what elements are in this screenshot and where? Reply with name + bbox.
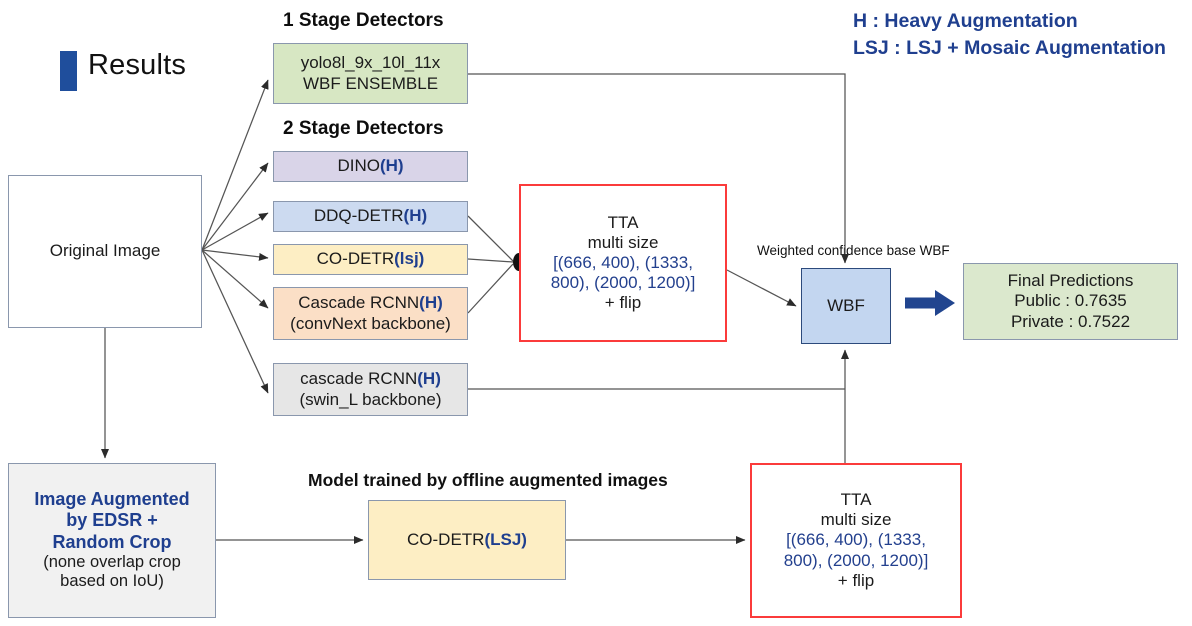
node-yolo-ensemble[interactable]: yolo8l_9x_10l_11x WBF ENSEMBLE [273,43,468,104]
node-cascade-swin-line2: (swin_L backbone) [299,389,442,409]
node-tta-bottom[interactable]: TTA multi size [(666, 400), (1333, 800),… [750,463,962,618]
node-cascade-convnext-tag: (H) [419,293,443,313]
node-tta-top-flip: + flip [604,293,642,313]
wire-tta-to-wbf [726,269,797,307]
node-co-detr[interactable]: CO-DETR(lsj) [273,244,468,275]
section-label-two-stage: 2 Stage Detectors [283,118,444,139]
node-ddq-name: DDQ-DETR [313,206,404,226]
wire-ddq-to-tta [467,215,514,262]
wire-orig-to-dino [201,162,269,251]
node-final-predictions[interactable]: Final Predictions Public : 0.7635 Privat… [963,263,1178,340]
node-tta-top-sizes-line2: 800), (2000, 1200)] [550,273,696,293]
node-co-lsj-name: CO-DETR [407,529,485,549]
node-tta-bottom-sizes-line1: [(666, 400), (1333, [786,530,926,550]
accent-arrow-to-final [905,290,955,316]
node-co-name: CO-DETR [316,249,395,269]
node-yolo-line1: yolo8l_9x_10l_11x [300,53,441,73]
node-co-detr-lsj[interactable]: CO-DETR(LSJ) [368,500,566,580]
accent-bar [60,51,77,91]
node-cascade-swin[interactable]: cascade RCNN(H) (swin_L backbone) [273,363,468,416]
section-label-one-stage: 1 Stage Detectors [283,10,444,31]
legend-line-lsj: LSJ : LSJ + Mosaic Augmentation [853,36,1166,59]
node-final-title: Final Predictions [1007,271,1134,291]
page-title: Results [88,49,187,81]
node-yolo-line2: WBF ENSEMBLE [302,73,439,93]
wire-orig-to-cascade-convnext [201,249,269,309]
node-tta-top[interactable]: TTA multi size [(666, 400), (1333, 800),… [519,184,727,342]
node-cascade-convnext-line2: (convNext backbone) [290,313,451,333]
node-augmented-line3: Random Crop [52,531,172,552]
node-ddq-text: DDQ-DETR(H) [314,206,427,226]
node-tta-bottom-subtitle: multi size [820,510,892,530]
node-cascade-swin-tag: (H) [417,369,441,389]
node-dino-tag: (H) [379,156,404,176]
node-wbf[interactable]: WBF [801,268,891,344]
node-cascade-swin-line1: cascade RCNN(H) [300,369,441,389]
legend: H : Heavy Augmentation LSJ : LSJ + Mosai… [853,8,1166,62]
node-co-lsj-tag: (LSJ) [484,529,527,549]
node-co-lsj-text: CO-DETR(LSJ) [407,530,527,550]
node-co-text: CO-DETR(lsj) [317,249,425,269]
wire-orig-to-cascade-swin [201,249,269,394]
node-augmented-line1: Image Augmented [34,489,190,510]
wire-orig-to-ddq [201,212,269,251]
wire-orig-to-codetr [201,249,269,261]
node-tta-top-sizes-line1: [(666, 400), (1333, [553,252,693,272]
node-co-tag: (lsj) [394,249,425,269]
node-ddq-detr[interactable]: DDQ-DETR(H) [273,201,468,232]
node-image-augmented[interactable]: Image Augmented by EDSR + Random Crop (n… [8,463,216,618]
label-offline-note: Model trained by offline augmented image… [308,470,668,490]
node-original-image[interactable]: Original Image [8,175,202,328]
legend-line-h: H : Heavy Augmentation [853,10,1078,32]
node-final-private: Private : 0.7522 [1010,311,1131,331]
node-original-image-label: Original Image [49,241,161,261]
node-dino-text: DINO(H) [337,156,403,176]
node-cascade-convnext-line1: Cascade RCNN(H) [298,293,443,313]
label-wbf-note: Weighted confidence base WBF [757,243,950,258]
wire-codetr-to-tta [467,258,514,263]
node-tta-top-subtitle: multi size [587,232,659,252]
node-ddq-tag: (H) [403,206,428,226]
node-tta-bottom-flip: + flip [837,570,875,590]
node-dino[interactable]: DINO(H) [273,151,468,182]
node-augmented-line4: (none overlap crop [43,552,181,571]
node-tta-bottom-title: TTA [840,490,872,510]
wire-cascade-convnext-to-tta [467,263,514,314]
node-augmented-line5: based on IoU) [60,572,164,591]
node-cascade-swin-name: cascade RCNN [300,369,418,389]
node-cascade-convnext[interactable]: Cascade RCNN(H) (convNext backbone) [273,287,468,340]
node-wbf-label: WBF [827,295,865,315]
node-cascade-convnext-name: Cascade RCNN [298,293,420,313]
node-tta-bottom-sizes-line2: 800), (2000, 1200)] [783,550,929,570]
node-augmented-line2: by EDSR + [66,510,158,531]
node-tta-top-title: TTA [607,212,639,232]
node-dino-name: DINO [337,156,380,176]
wire-orig-to-yolo [201,79,269,251]
node-final-public: Public : 0.7635 [1014,291,1127,311]
